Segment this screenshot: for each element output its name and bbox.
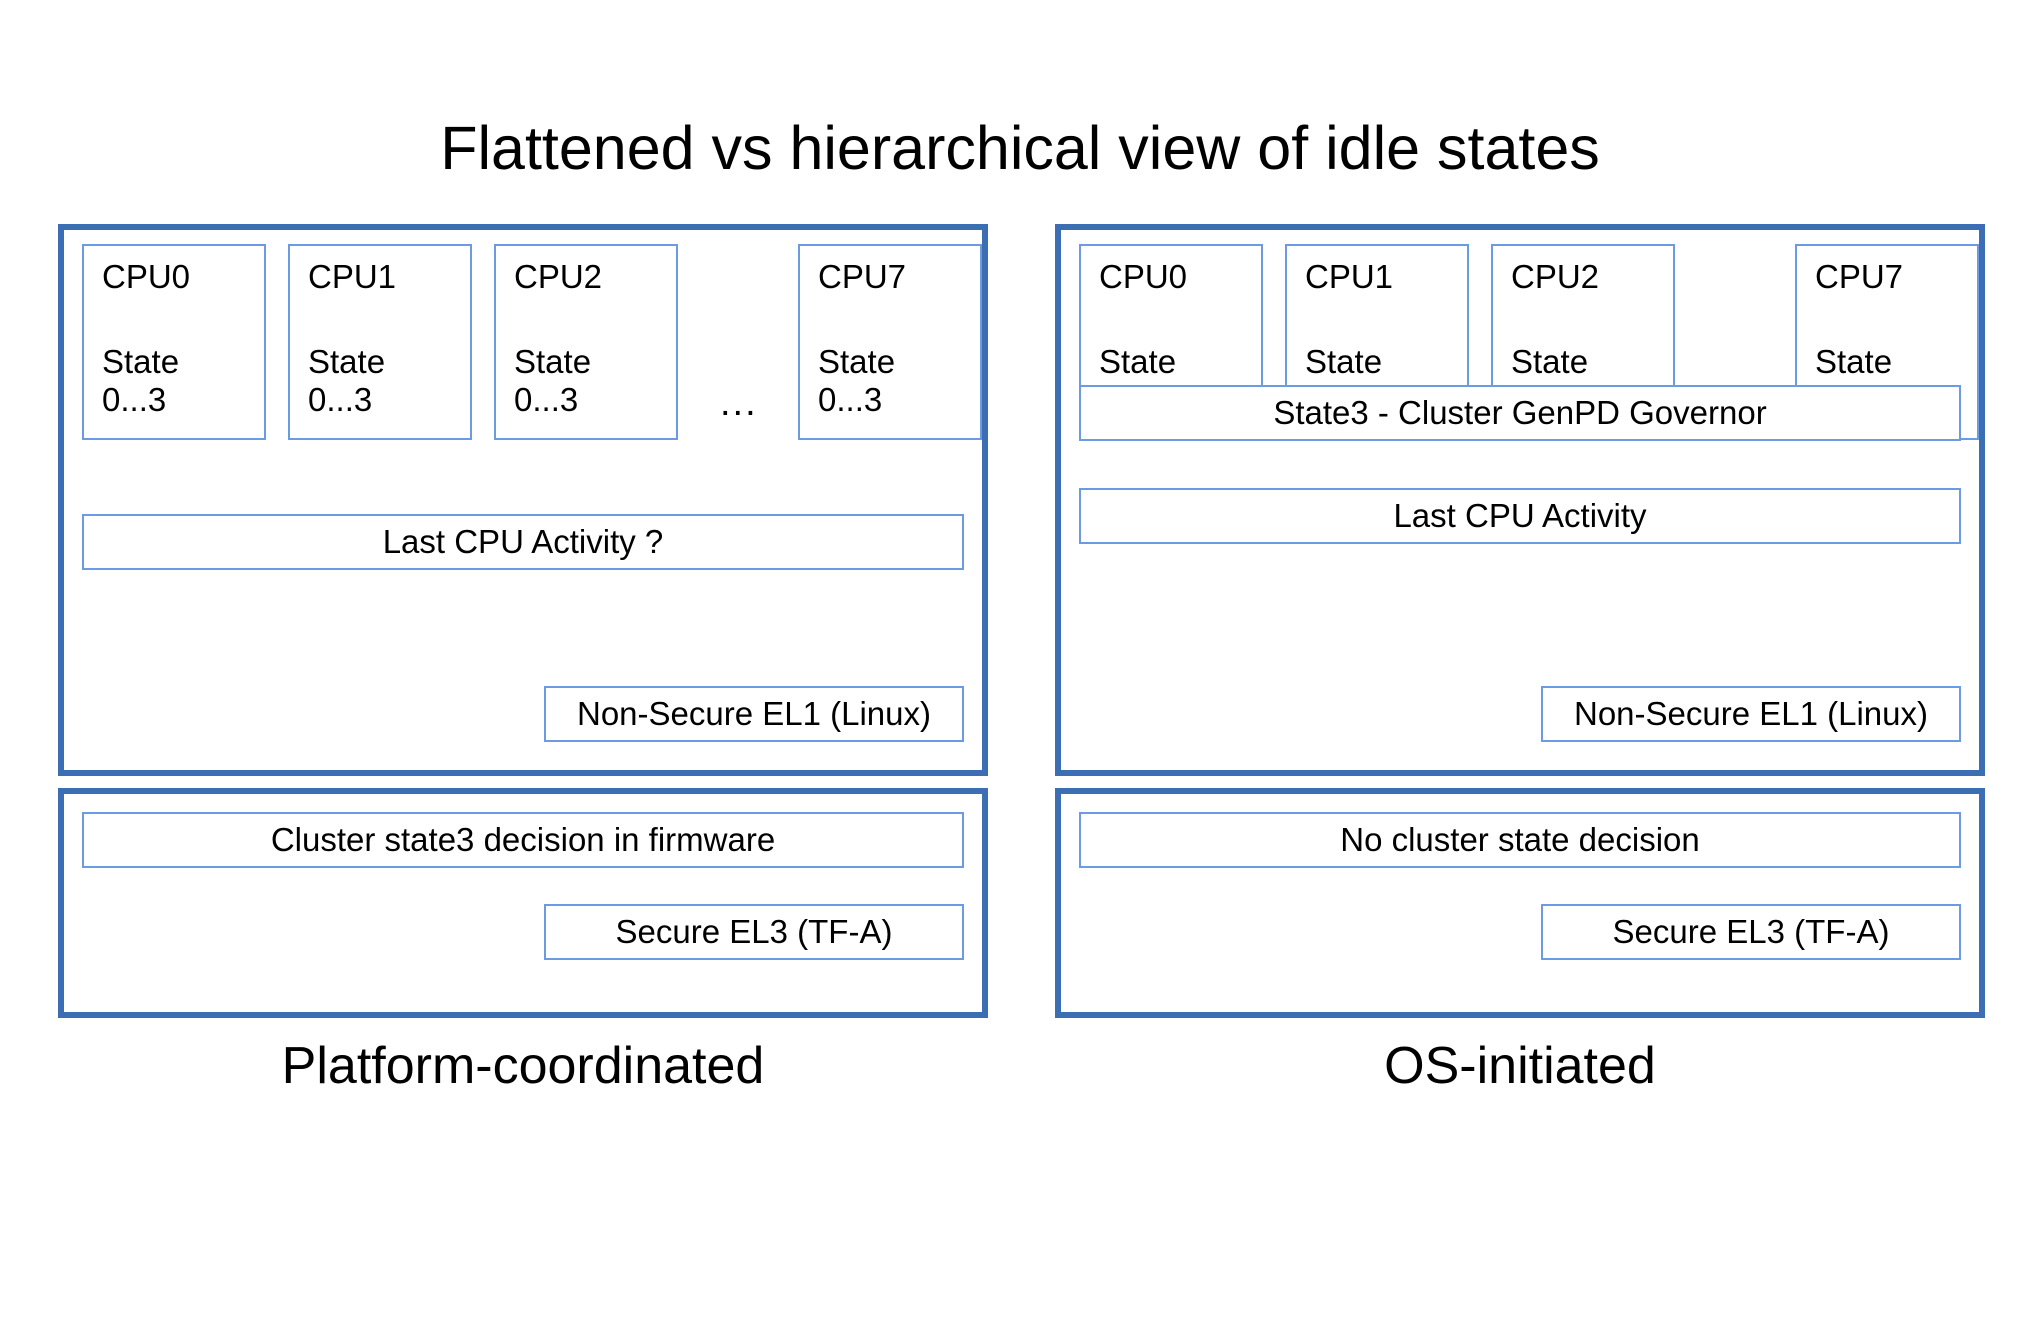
cpu-name: CPU0 [1099, 258, 1188, 295]
right-os-panel: CPU0 State 0...2 CPU1 State 0...2 CPU2 S… [1055, 224, 1985, 776]
left-cpu-ellipsis: ... [720, 382, 758, 424]
cpu-state-label: State [102, 343, 180, 380]
cpu-state-label: State [818, 343, 896, 380]
left-cpu-box-2[interactable]: CPU2 State 0...3 [494, 244, 678, 440]
cpu-state-range: 0...3 [514, 381, 579, 418]
cpu-name: CPU2 [1511, 258, 1600, 295]
cpu-state-range: 0...3 [102, 381, 167, 418]
cpu-name: CPU1 [308, 258, 397, 295]
cpu-state-label: State [514, 343, 592, 380]
cpu-name: CPU0 [102, 258, 191, 295]
cpu-state-range: 0...3 [308, 381, 373, 418]
left-non-secure-el1-tag: Non-Secure EL1 (Linux) [544, 686, 964, 742]
right-firmware-panel: No cluster state decision Secure EL3 (TF… [1055, 788, 1985, 1018]
page-title: Flattened vs hierarchical view of idle s… [440, 114, 1600, 182]
cpu-state-label: State [1511, 343, 1589, 380]
right-cluster-genpd-governor-bar[interactable]: State3 - Cluster GenPD Governor [1079, 385, 1961, 441]
cpu-state-label: State [1305, 343, 1383, 380]
cpu-state-label: State [308, 343, 386, 380]
left-os-panel: CPU0 State 0...3 CPU1 State 0...3 CPU2 S… [58, 224, 988, 776]
right-secure-el3-tag: Secure EL3 (TF-A) [1541, 904, 1961, 960]
cpu-state-label: State [1815, 343, 1893, 380]
cpu-state-range: 0...3 [818, 381, 883, 418]
left-last-cpu-activity-bar[interactable]: Last CPU Activity ? [82, 514, 964, 570]
cpu-state-label: State [1099, 343, 1177, 380]
left-cpu-box-1[interactable]: CPU1 State 0...3 [288, 244, 472, 440]
left-panel-caption: Platform-coordinated [281, 1037, 765, 1095]
right-non-secure-el1-tag: Non-Secure EL1 (Linux) [1541, 686, 1961, 742]
cpu-name: CPU7 [818, 258, 907, 295]
right-panel-caption: OS-initiated [1384, 1037, 1656, 1095]
left-cpu-box-7[interactable]: CPU7 State 0...3 [798, 244, 982, 440]
cpu-name: CPU1 [1305, 258, 1394, 295]
left-cpu-box-0[interactable]: CPU0 State 0...3 [82, 244, 266, 440]
cpu-name: CPU2 [514, 258, 603, 295]
left-secure-el3-tag: Secure EL3 (TF-A) [544, 904, 964, 960]
right-last-cpu-activity-bar[interactable]: Last CPU Activity [1079, 488, 1961, 544]
left-cluster-decision-bar[interactable]: Cluster state3 decision in firmware [82, 812, 964, 868]
left-firmware-panel: Cluster state3 decision in firmware Secu… [58, 788, 988, 1018]
cpu-name: CPU7 [1815, 258, 1904, 295]
left-cpu-row: CPU0 State 0...3 CPU1 State 0...3 CPU2 S… [82, 244, 982, 440]
right-cluster-decision-bar[interactable]: No cluster state decision [1079, 812, 1961, 868]
